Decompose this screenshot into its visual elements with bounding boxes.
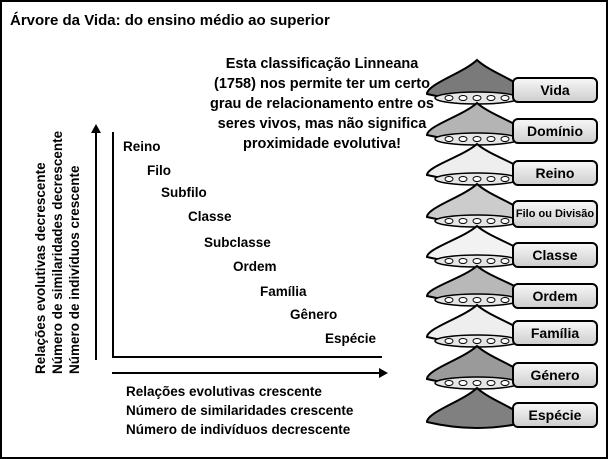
rank-label-especie: Espécie xyxy=(325,331,377,346)
vertical-axis-line xyxy=(112,132,114,358)
right-arrow-head xyxy=(379,368,388,378)
classification-note: Esta classificação Linneana (1758) nos p… xyxy=(209,56,434,152)
rank-label-subfilo: Subfilo xyxy=(161,185,207,200)
horizontal-axis-line xyxy=(112,356,382,358)
level-label-genero: Género xyxy=(512,362,598,388)
rank-label-filo: Filo xyxy=(147,163,171,178)
horizontal-axis-label: Relações evolutivas crescente xyxy=(126,384,322,399)
rank-label-classe: Classe xyxy=(188,209,232,224)
level-label-vida: Vida xyxy=(512,77,598,103)
left-arrow-line xyxy=(95,132,97,360)
rank-label-reino: Reino xyxy=(123,139,161,154)
bottom-arrow-line xyxy=(112,372,380,374)
level-label-familia: Família xyxy=(512,320,598,346)
level-label-reino: Reino xyxy=(512,160,598,186)
level-label-filo-ou-divisao: Filo ou Divisão xyxy=(512,200,598,228)
level-label-dominio: Domínio xyxy=(512,118,598,144)
rank-label-genero: Gênero xyxy=(290,307,338,322)
horizontal-axis-labels: Relações evolutivas crescente Número de … xyxy=(126,382,353,439)
level-label-ordem: Ordem xyxy=(512,283,598,309)
horizontal-axis-label: Número de similaridades crescente xyxy=(126,403,354,418)
rank-label-familia: Família xyxy=(260,284,307,299)
up-arrow-head xyxy=(91,124,101,133)
rank-label-subclasse: Subclasse xyxy=(204,235,271,250)
horizontal-axis-label: Número de indivíduos decrescente xyxy=(126,422,351,437)
page-title: Árvore da Vida: do ensino médio ao super… xyxy=(10,12,330,29)
level-label-especie: Espécie xyxy=(512,402,598,428)
rank-label-ordem: Ordem xyxy=(233,259,277,274)
level-label-classe: Classe xyxy=(512,242,598,268)
